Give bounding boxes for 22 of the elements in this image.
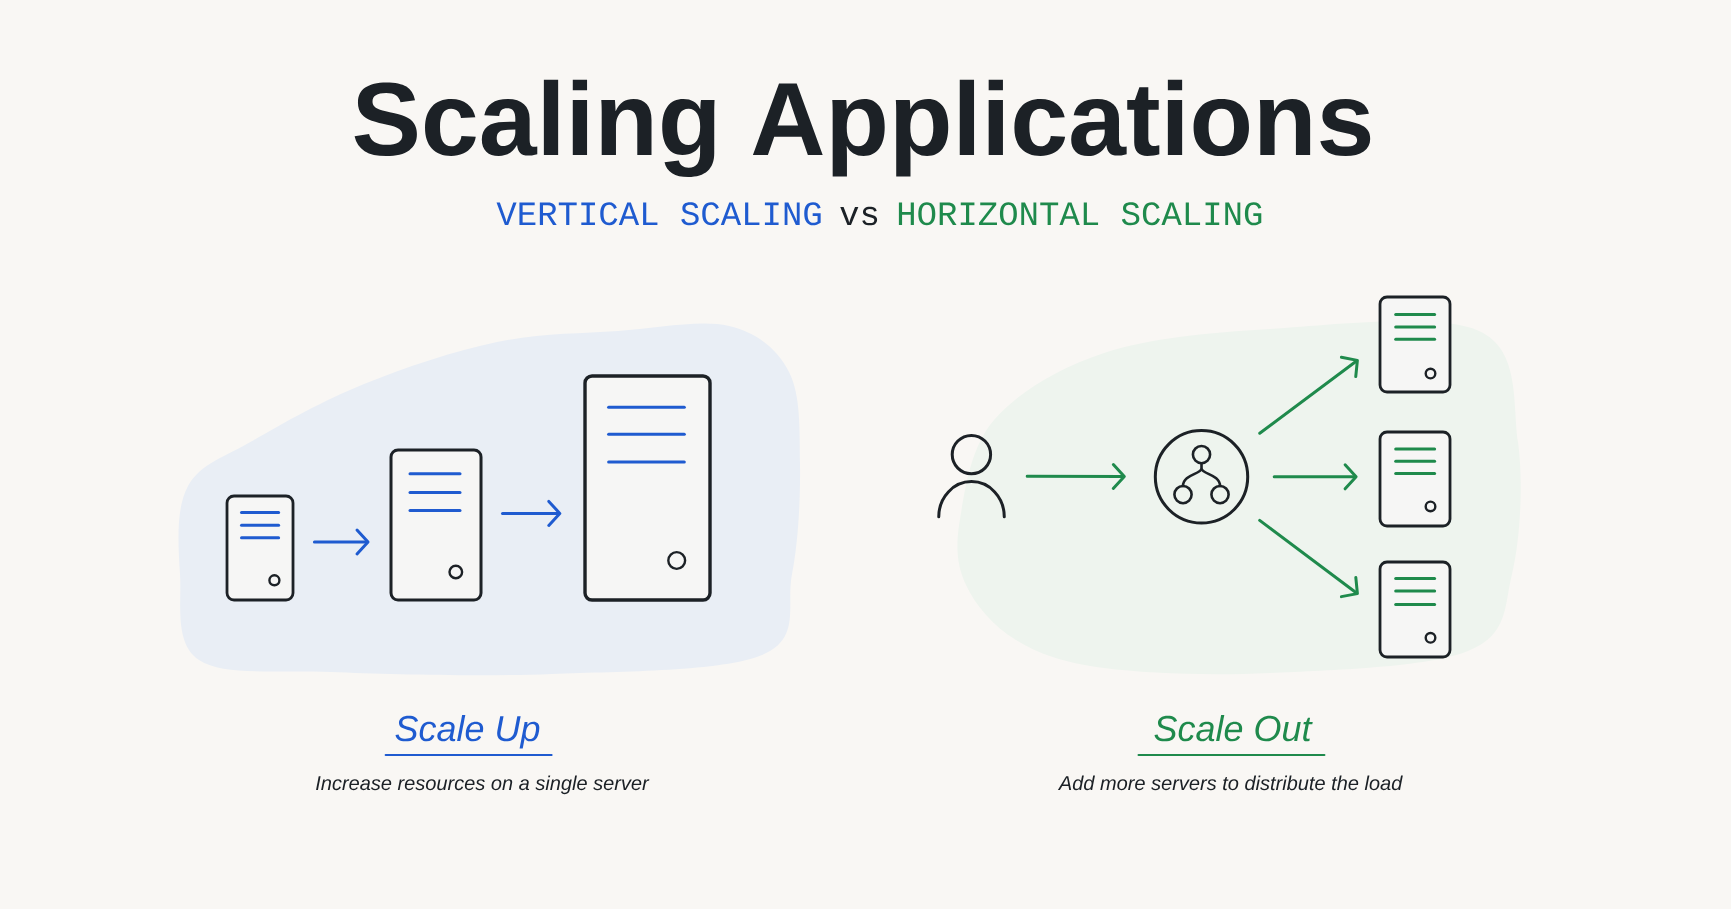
arrow [1258,518,1359,599]
server-icon [1378,295,1452,394]
server-icon [1378,430,1452,528]
arrow [312,528,370,556]
arrow [1258,355,1359,435]
arrow [1025,463,1126,490]
server-icon [225,494,295,602]
person-icon [937,433,1006,519]
subtitle: VERTICAL SCALING [496,202,821,226]
panel-heading: Scale Out [1154,714,1313,742]
arrow [501,499,562,527]
server-icon [389,448,483,602]
subtitle: vs [840,206,878,226]
title: Scaling Applications [354,79,1371,178]
subtitle: HORIZONTAL SCALING [898,202,1262,226]
panel-caption: Add more servers to distribute the load [1057,775,1403,791]
server-icon [1378,560,1452,659]
network-icon [1153,429,1250,525]
panel-heading: Scale Up [395,714,540,749]
server-icon [583,374,712,602]
panel-caption: Increase resources on a single server [316,775,650,795]
arrow [1272,463,1358,491]
